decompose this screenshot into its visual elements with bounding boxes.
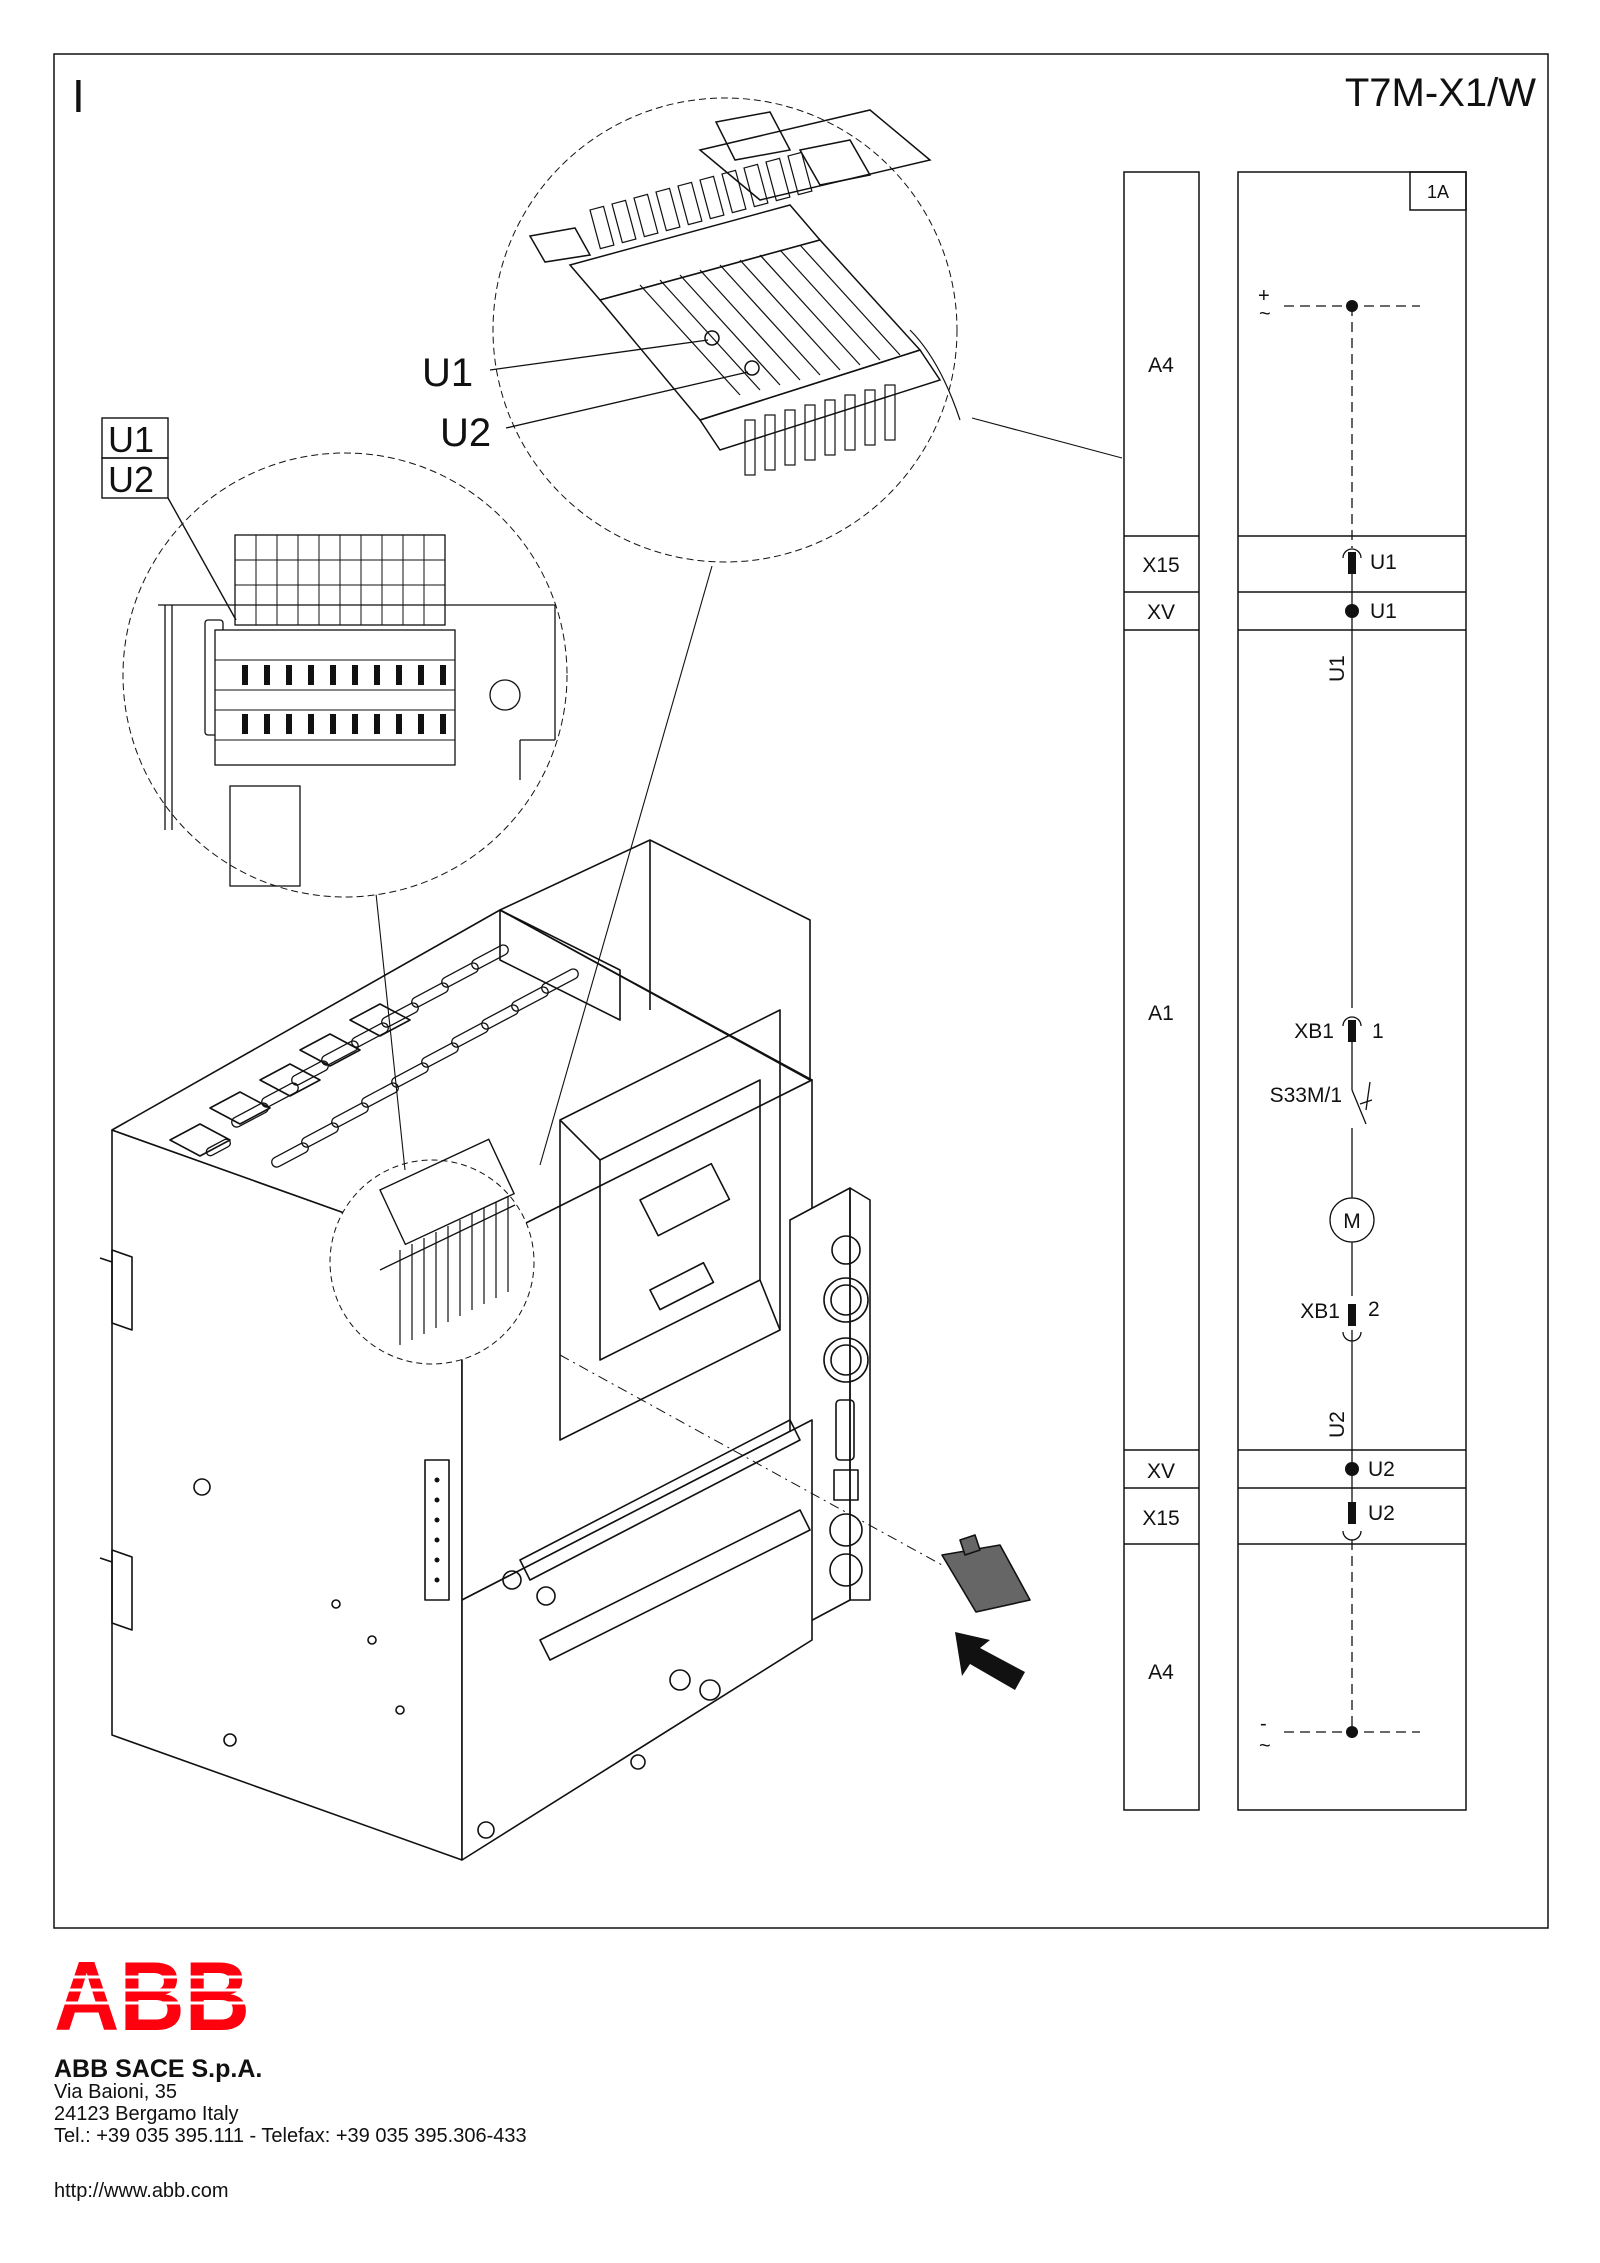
label-box-u2: U2 — [108, 459, 154, 500]
schematic-wiring — [1284, 305, 1420, 1733]
x15-bottom-label: U2 — [1368, 1502, 1395, 1525]
breaker-illustration — [99, 839, 1031, 1861]
website-link[interactable]: http://www.abb.com — [54, 2180, 229, 2202]
section-label: I — [72, 70, 85, 122]
address-phone: Tel.: +39 035 395.111 - Telefax: +39 035… — [54, 2125, 527, 2147]
abb-logo-lines — [54, 1950, 252, 2032]
col-a1: A1 — [1148, 1002, 1174, 1025]
plus-symbol: + — [1258, 285, 1270, 307]
xb1-bottom-pin: 2 — [1368, 1298, 1380, 1321]
top-detail-circle — [492, 97, 961, 563]
col-x15-bottom: X15 — [1142, 1507, 1179, 1530]
schematic-pins — [1345, 300, 1359, 1738]
xv-bottom-label: U2 — [1368, 1458, 1395, 1481]
col-a4-bottom: A4 — [1148, 1661, 1174, 1684]
abb-logo: ABB — [54, 1941, 250, 2051]
address-city: 24123 Bergamo Italy — [54, 2103, 239, 2125]
callout-u1-top: U1 — [422, 351, 473, 395]
wire-top-label: U1 — [1326, 655, 1349, 682]
xv-top-label: U1 — [1370, 600, 1397, 623]
svg-text:ABB: ABB — [54, 1941, 250, 2051]
label-box-u1: U1 — [108, 419, 154, 460]
drawing-frame — [53, 53, 1549, 1929]
left-label-boxes — [101, 417, 237, 621]
left-detail-circle — [122, 452, 568, 898]
xb1-bottom-label: XB1 — [1300, 1300, 1340, 1323]
minus-symbol: - — [1260, 1713, 1267, 1735]
callout-u2-top: U2 — [440, 411, 491, 455]
model-code: T7M-X1/W — [1345, 71, 1536, 115]
motor-label: M — [1343, 1210, 1361, 1233]
col-xv-top: XV — [1147, 601, 1175, 624]
xb1-top-label: XB1 — [1294, 1020, 1334, 1043]
company-name: ABB SACE S.p.A. — [54, 2055, 263, 2083]
ac-symbol-top: ~ — [1259, 303, 1271, 325]
switch-label: S33M/1 — [1270, 1084, 1342, 1107]
sheet-ref: 1A — [1427, 182, 1449, 202]
wire-bottom-label: U2 — [1326, 1411, 1349, 1438]
insertion-arrow-icon — [955, 1632, 1025, 1690]
col-xv-bottom: XV — [1147, 1460, 1175, 1483]
ac-symbol-bottom: ~ — [1259, 1735, 1271, 1757]
col-a4-top: A4 — [1148, 354, 1174, 377]
breaker-zoom-circle — [329, 1138, 535, 1365]
address-street: Via Baioni, 35 — [54, 2081, 178, 2103]
x15-top-label: U1 — [1370, 551, 1397, 574]
col-x15-top: X15 — [1142, 554, 1179, 577]
schematic-left-column — [1123, 171, 1200, 1811]
xb1-top-pin: 1 — [1372, 1020, 1384, 1043]
